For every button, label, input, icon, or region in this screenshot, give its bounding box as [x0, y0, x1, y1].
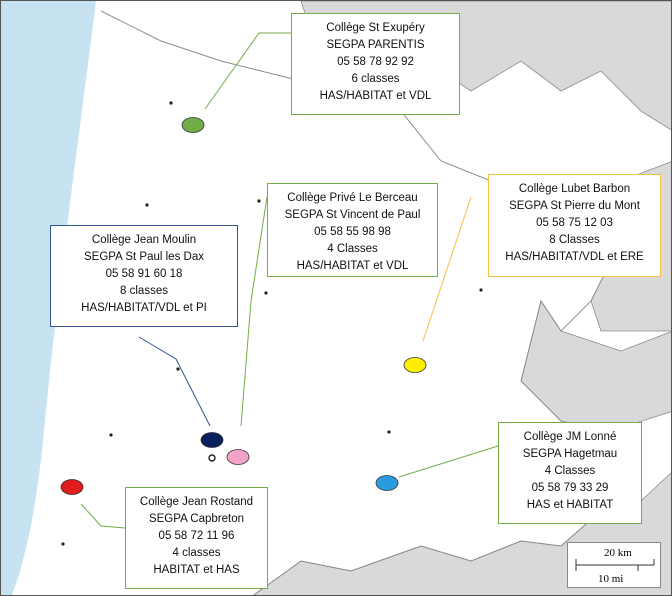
- town-dot: [61, 542, 65, 546]
- marker-lonne: [375, 475, 399, 491]
- school-box-rostand[interactable]: Collège Jean Rostand SEGPA Capbreton 05 …: [125, 487, 268, 589]
- segpa-name: SEGPA PARENTIS: [326, 39, 425, 51]
- segpa-name: SEGPA Hagetmau: [522, 448, 618, 460]
- phone-number: 05 58 72 11 96: [158, 530, 235, 542]
- school-name: Collège St Exupéry: [326, 22, 425, 34]
- marker-rostand: [60, 479, 84, 495]
- leader-line-lubet: [422, 196, 472, 342]
- programs: HAS et HABITAT: [526, 499, 614, 511]
- school-markers: [60, 117, 427, 495]
- school-box-lonne[interactable]: Collège JM Lonné SEGPA Hagetmau 4 Classe…: [498, 422, 642, 524]
- school-box-parentis[interactable]: Collège St Exupéry SEGPA PARENTIS 05 58 …: [291, 13, 460, 115]
- leader-line-parentis: [204, 32, 291, 110]
- leader-lines: [80, 32, 499, 529]
- class-count: 8 Classes: [549, 234, 600, 246]
- marker-berceau: [226, 449, 250, 465]
- school-name: Collège Lubet Barbon: [518, 183, 631, 195]
- class-count: 4 Classes: [544, 465, 596, 477]
- leader-line-lonne: [398, 445, 499, 478]
- programs: HAS/HABITAT/VDL et ERE: [505, 251, 644, 263]
- scale-mi-label: 10 mi: [598, 573, 624, 585]
- town-dot: [208, 454, 216, 462]
- town-dot: [257, 199, 261, 203]
- class-count: 4 Classes: [327, 243, 378, 255]
- sea-area: [1, 1, 96, 595]
- town-dot: [109, 433, 113, 437]
- school-name: Collège Privé Le Berceau: [287, 192, 418, 204]
- segpa-name: SEGPA Capbreton: [148, 513, 245, 525]
- segpa-name: SEGPA St Pierre du Mont: [509, 200, 640, 212]
- school-box-moulin[interactable]: Collège Jean Moulin SEGPA St Paul les Da…: [50, 225, 238, 327]
- scale-km-label: 20 km: [604, 547, 632, 559]
- town-dot: [176, 367, 180, 371]
- phone-number: 05 58 78 92 92: [337, 56, 414, 68]
- segpa-name: SEGPA St Vincent de Paul: [284, 209, 421, 221]
- class-count: 4 classes: [172, 547, 221, 559]
- town-dot: [169, 101, 173, 105]
- marker-moulin: [200, 432, 224, 448]
- phone-number: 05 58 91 60 18: [105, 268, 183, 280]
- programs: HAS/HABITAT et VDL: [319, 90, 432, 102]
- phone-number: 05 58 75 12 03: [536, 217, 613, 229]
- programs: HAS/HABITAT/VDL et PI: [81, 302, 207, 314]
- school-box-lubet[interactable]: Collège Lubet Barbon SEGPA St Pierre du …: [488, 174, 661, 277]
- school-name: Collège Jean Rostand: [139, 496, 254, 508]
- programs: HAS/HABITAT et VDL: [296, 260, 409, 272]
- town-dot: [387, 430, 391, 434]
- class-count: 8 classes: [120, 285, 168, 297]
- phone-number: 05 58 79 33 29: [531, 482, 609, 494]
- scale-bar: [575, 559, 655, 571]
- leader-line-rostand: [80, 503, 126, 529]
- leader-line-moulin: [138, 336, 211, 427]
- school-box-berceau[interactable]: Collège Privé Le Berceau SEGPA St Vincen…: [267, 183, 438, 277]
- town-dot: [264, 291, 268, 295]
- town-dot: [145, 203, 149, 207]
- segpa-name: SEGPA St Paul les Dax: [84, 251, 204, 263]
- class-count: 6 classes: [351, 73, 400, 85]
- town-dot: [479, 288, 483, 292]
- marker-lubet: [403, 357, 427, 373]
- phone-number: 05 58 55 98 98: [314, 226, 391, 238]
- programs: HABITAT et HAS: [153, 564, 240, 576]
- town-dots: [61, 101, 483, 546]
- school-name: Collège Jean Moulin: [91, 234, 197, 246]
- marker-parentis: [181, 117, 205, 133]
- map-scale: 20 km 10 mi: [567, 542, 661, 588]
- leader-line-berceau: [240, 196, 268, 427]
- school-name: Collège JM Lonné: [523, 431, 617, 443]
